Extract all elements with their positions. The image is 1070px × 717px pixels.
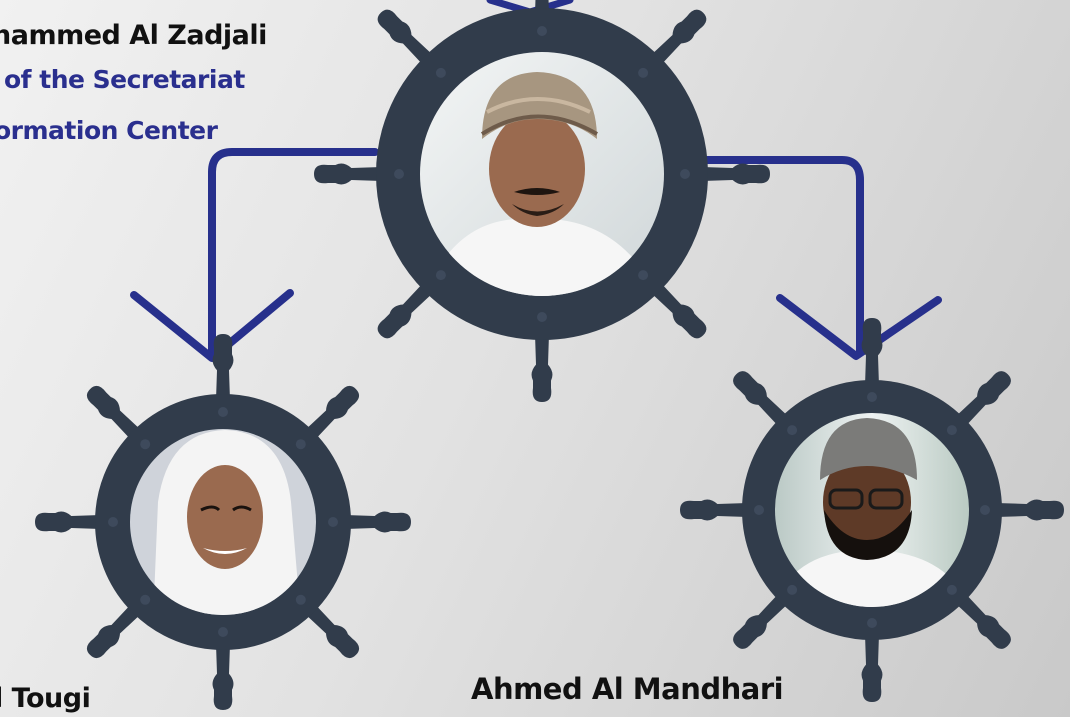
wheel-stud — [435, 67, 446, 78]
wheel-stud — [680, 169, 690, 179]
wheel-spoke — [680, 499, 748, 521]
face-head — [489, 111, 585, 227]
head-title-line-1: of the Secretariat — [4, 65, 245, 94]
wheel-spoke — [861, 634, 883, 702]
wheel-stud — [295, 594, 306, 605]
ship-wheel-head — [314, 0, 770, 402]
wheel-spoke — [377, 9, 434, 66]
ship-wheel-right — [680, 318, 1064, 702]
wheel-spoke — [377, 282, 434, 339]
head-name: hammed Al Zadjali — [0, 20, 267, 51]
wheel-spoke — [304, 603, 360, 659]
wheel-stud — [537, 312, 547, 322]
wheel-stud — [946, 425, 957, 436]
wheel-spoke — [702, 163, 770, 185]
beard-right — [824, 510, 912, 560]
wheel-spoke — [35, 511, 101, 533]
wheel-spoke — [86, 603, 142, 659]
wheel-spoke — [345, 511, 411, 533]
wheel-spoke — [861, 318, 883, 386]
arrow-head-right — [776, 294, 942, 360]
wheel-spoke — [650, 9, 707, 66]
wheel-stud — [140, 439, 151, 450]
wheel-spoke — [212, 334, 234, 400]
wheel-stud — [754, 505, 764, 515]
connector-head-to-left — [208, 148, 379, 356]
wheel-spoke — [954, 371, 1011, 428]
head-title-line-2: ormation Center — [0, 116, 218, 145]
left-node-name: l Tougi — [0, 683, 91, 714]
wheel-stud — [218, 627, 228, 637]
wheel-spoke — [304, 385, 360, 441]
wheel-stud — [638, 270, 649, 281]
wheel-stud — [140, 594, 151, 605]
wheel-stud — [108, 517, 118, 527]
wheel-stud — [328, 517, 338, 527]
mustache-head — [514, 188, 560, 195]
portrait-left — [130, 429, 316, 615]
arrow-head-left — [130, 289, 294, 362]
wheel-spoke — [996, 499, 1064, 521]
ship-wheel-left — [35, 334, 411, 710]
wheel-stud — [295, 439, 306, 450]
wheel-stud — [980, 505, 990, 515]
face-left — [187, 465, 263, 569]
wheel-spoke — [733, 371, 790, 428]
right-node-name: Ahmed Al Mandhari — [471, 672, 784, 706]
wheel-stud — [867, 618, 877, 628]
wheel-stud — [638, 67, 649, 78]
glasses-right — [828, 488, 864, 510]
wheel-stud — [867, 392, 877, 402]
wheel-spoke — [314, 163, 382, 185]
wheel-spoke — [86, 385, 142, 441]
wheel-spoke — [212, 644, 234, 710]
wheel-spoke — [650, 282, 707, 339]
wheel-stud — [435, 270, 446, 281]
wheel-stud — [218, 407, 228, 417]
beard-head — [512, 204, 564, 216]
connector-head-to-right — [696, 156, 864, 356]
cap-right — [820, 418, 917, 480]
wheel-spoke — [733, 592, 790, 649]
wheel-stud — [394, 169, 404, 179]
wheel-spoke — [954, 592, 1011, 649]
wheel-stud — [537, 26, 547, 36]
wheel-stud — [787, 425, 798, 436]
wheel-stud — [946, 584, 957, 595]
wheel-spoke — [531, 334, 553, 402]
face-right — [823, 450, 911, 554]
wheel-stud — [787, 584, 798, 595]
